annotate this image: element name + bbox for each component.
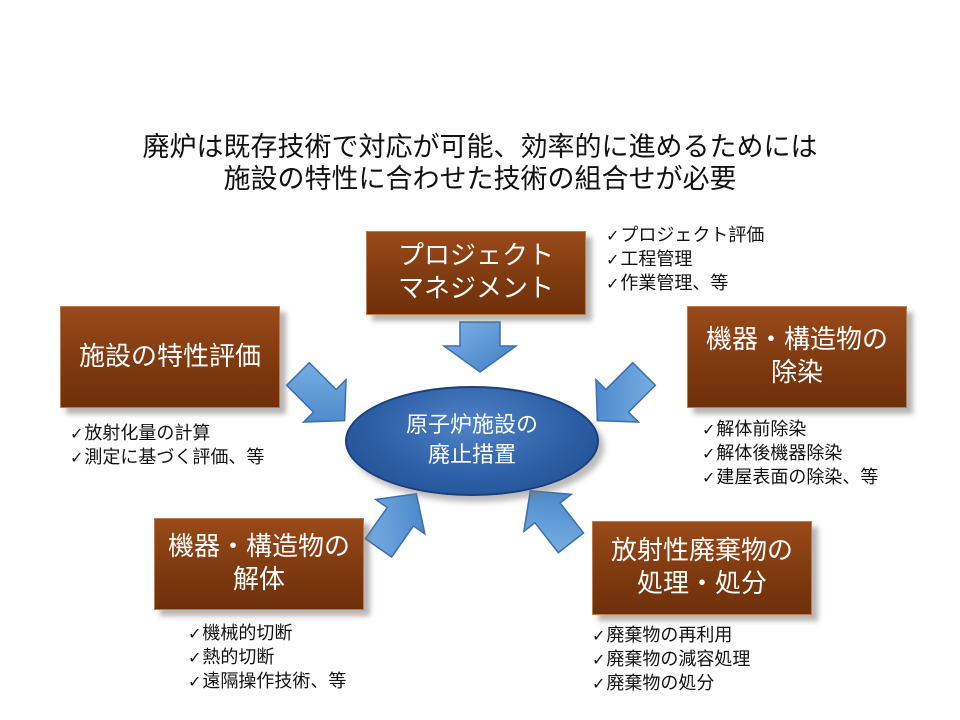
list-decontamination: ✓解体前除染 ✓解体後機器除染 ✓建屋表面の除染、等 xyxy=(702,418,878,490)
headline-line-2: 施設の特性に合わせた技術の組合せが必要 xyxy=(223,164,737,195)
arrow-from-upper-left xyxy=(285,361,347,423)
box-project-line-2: マネジメント xyxy=(397,274,554,304)
list-item: ✓測定に基づく評価、等 xyxy=(70,447,265,468)
headline: 廃炉は既存技術で対応が可能、効率的に進めるためには 施設の特性に合わせた技術の組… xyxy=(0,132,960,196)
list-project: ✓プロジェクト評価 ✓工程管理 ✓作業管理、等 xyxy=(606,224,764,296)
check-icon: ✓ xyxy=(70,424,84,443)
check-icon: ✓ xyxy=(188,624,202,643)
center-line-2: 廃止措置 xyxy=(427,443,516,468)
box-facility-evaluation: 施設の特性評価 xyxy=(60,306,280,408)
box-dismantle-line-1: 機器・構造物の xyxy=(167,532,350,562)
list-item: ✓機械的切断 xyxy=(188,623,293,644)
arrow-from-upper-right xyxy=(595,361,657,423)
box-project-management: プロジェクト マネジメント xyxy=(366,231,586,315)
check-icon: ✓ xyxy=(702,444,716,463)
check-icon: ✓ xyxy=(592,650,606,669)
check-icon: ✓ xyxy=(188,648,202,667)
check-icon: ✓ xyxy=(188,672,202,691)
arrow-from-lower-right xyxy=(522,489,585,554)
list-item: ✓解体後機器除染 xyxy=(702,443,843,464)
box-radioactive-waste: 放射性廃棄物の 処理・処分 xyxy=(592,521,812,615)
check-icon: ✓ xyxy=(592,626,606,645)
box-decon-line-1: 機器・構造物の xyxy=(705,325,888,355)
list-facility: ✓放射化量の計算 ✓測定に基づく評価、等 xyxy=(70,422,264,470)
check-icon: ✓ xyxy=(592,674,606,693)
check-icon: ✓ xyxy=(702,420,716,439)
list-radioactive-waste: ✓廃棄物の再利用 ✓廃棄物の減容処理 ✓廃棄物の処分 xyxy=(592,624,750,696)
box-decontamination: 機器・構造物の 除染 xyxy=(687,306,907,408)
check-icon: ✓ xyxy=(702,468,716,487)
list-item: ✓廃棄物の減容処理 xyxy=(592,649,751,670)
box-facility-line-1: 施設の特性評価 xyxy=(78,341,261,372)
list-item: ✓建屋表面の除染、等 xyxy=(702,467,879,488)
box-dismantle-line-2: 解体 xyxy=(232,565,285,595)
list-item: ✓廃棄物の処分 xyxy=(592,673,715,694)
center-line-1: 原子炉施設の xyxy=(405,413,538,438)
arrow-down xyxy=(441,321,519,373)
headline-line-1: 廃炉は既存技術で対応が可能、効率的に進めるためには xyxy=(142,132,818,163)
list-item: ✓熱的切断 xyxy=(188,647,275,668)
arrow-from-lower-left xyxy=(364,492,426,559)
check-icon: ✓ xyxy=(606,250,620,269)
list-item: ✓放射化量の計算 xyxy=(70,423,211,444)
list-item: ✓解体前除染 xyxy=(702,419,807,440)
box-waste-line-1: 放射性廃棄物の xyxy=(610,536,793,566)
check-icon: ✓ xyxy=(70,448,84,467)
list-item: ✓工程管理 xyxy=(606,249,693,270)
list-item: ✓廃棄物の再利用 xyxy=(592,625,733,646)
list-dismantling: ✓機械的切断 ✓熱的切断 ✓遠隔操作技術、等 xyxy=(188,622,346,694)
box-dismantling: 機器・構造物の 解体 xyxy=(154,518,364,610)
box-waste-line-2: 処理・処分 xyxy=(636,569,767,599)
list-item: ✓プロジェクト評価 xyxy=(606,225,765,246)
check-icon: ✓ xyxy=(606,226,620,245)
list-item: ✓遠隔操作技術、等 xyxy=(188,671,347,692)
center-decommissioning: 原子炉施設の 廃止措置 xyxy=(345,386,599,496)
check-icon: ✓ xyxy=(606,274,620,293)
list-item: ✓作業管理、等 xyxy=(606,273,729,294)
box-project-line-1: プロジェクト xyxy=(397,241,554,271)
box-decon-line-2: 除染 xyxy=(770,358,823,388)
